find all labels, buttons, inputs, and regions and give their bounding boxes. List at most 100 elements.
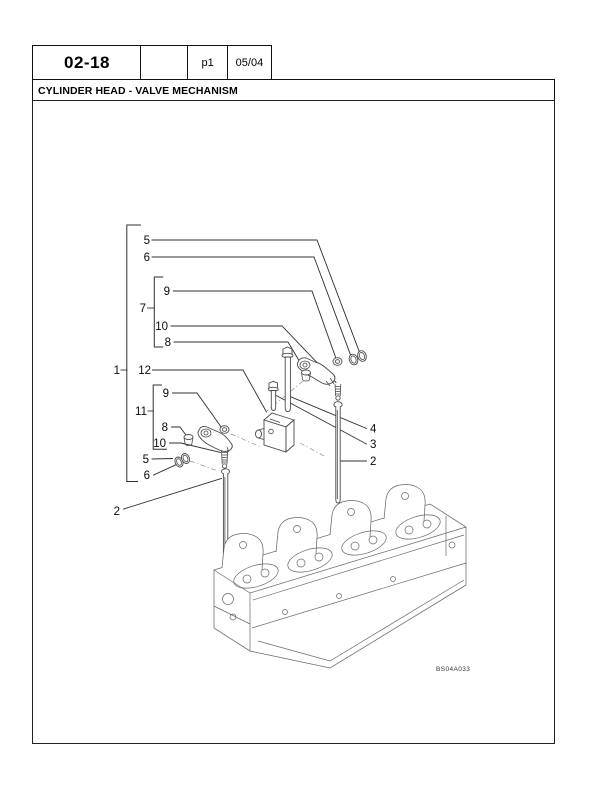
tower-3-boss — [347, 508, 355, 516]
leader-10-bottom — [169, 442, 222, 454]
recess-3-outline — [341, 530, 387, 556]
recess-1-valve-b — [260, 568, 270, 578]
pushrod-right — [333, 401, 343, 504]
callout-labels: 5 6 9 7 10 8 1 12 9 11 8 10 5 6 2 4 3 2 — [114, 235, 377, 518]
header-section-code: 02-18 — [32, 45, 142, 81]
callout-2-right: 2 — [370, 456, 376, 468]
rocker-arm-bottom — [197, 425, 233, 452]
callout-2-left: 2 — [114, 506, 120, 518]
tower-2-boss — [293, 525, 301, 533]
callout-1: 1 — [114, 365, 120, 377]
oring-6-top-inner — [350, 355, 357, 364]
cylinder-head-drawing — [213, 484, 467, 669]
callout-7: 7 — [140, 303, 146, 315]
head-right-hole — [448, 541, 456, 549]
valve-bridge-block-12 — [255, 412, 295, 453]
callout-5-bottom: 5 — [143, 454, 149, 466]
callout-4: 4 — [370, 424, 377, 436]
recess-4-outline — [395, 514, 441, 540]
bridge-side-port — [255, 429, 262, 439]
ring-9-bottom-inner — [221, 427, 228, 432]
bolt-short-3 — [267, 380, 279, 411]
rocker-pivot-hole-bottom — [203, 430, 209, 436]
adjuster-10-top-threads — [335, 386, 341, 395]
pushrod-right-shaft — [335, 406, 341, 504]
head-end-port — [222, 593, 234, 605]
callout-9-bottom: 9 — [163, 388, 169, 400]
page-title: CYLINDER HEAD - VALVE MECHANISM — [38, 84, 238, 97]
leader-5-bottom — [151, 458, 173, 460]
callout-10-top: 10 — [155, 321, 168, 333]
recess-1-valve-a — [242, 574, 252, 584]
recess-2-outline — [287, 547, 333, 573]
rocker-fork-top — [325, 377, 335, 387]
bridge-top-line — [269, 418, 281, 423]
oring-6-bottom-inner — [182, 454, 189, 463]
recess-3-valve-a — [350, 541, 360, 551]
oring-6-bottom — [180, 453, 191, 464]
rocker-pivot-hole-top — [302, 362, 308, 368]
recess-2-valve-b — [314, 552, 324, 562]
front-boss-3 — [390, 576, 396, 582]
front-boss-1 — [282, 609, 288, 615]
leader-8-bottom — [171, 426, 187, 436]
bolt-long-shaft — [284, 356, 291, 412]
bridge-port-link — [258, 428, 265, 440]
head-deck-edges — [213, 526, 467, 651]
callout-8-top: 8 — [165, 337, 171, 349]
callout-6-top: 6 — [144, 252, 150, 264]
leader-9-top — [173, 290, 337, 360]
callout-11: 11 — [135, 406, 147, 418]
figure-code: BS04A033 — [436, 666, 471, 673]
callout-3: 3 — [370, 439, 376, 451]
adjuster-10-bottom-ball — [221, 463, 228, 469]
header-table: 02-18 p1 05/04 — [32, 45, 272, 81]
revision-date-text: 05/04 — [235, 57, 264, 69]
pushrod-right-cup — [333, 401, 343, 408]
valve-cap-8-top-skirt — [301, 372, 311, 382]
oring-6-top — [348, 353, 359, 366]
callout-10-bottom: 10 — [153, 438, 166, 450]
valve-cap-8-bottom — [183, 434, 194, 446]
tower-2 — [275, 517, 318, 555]
oring-5-bottom-inner — [176, 458, 182, 466]
leader-12 — [152, 369, 268, 413]
rocker-fork-bottom — [226, 446, 230, 453]
ring-9-bottom — [219, 425, 230, 434]
front-boss-2 — [336, 593, 342, 599]
leader-6-top — [151, 256, 353, 359]
recess-2 — [287, 547, 333, 573]
head-front-ribs — [251, 534, 467, 662]
head-silhouette — [213, 503, 467, 669]
tower-1 — [221, 533, 264, 571]
oring-5-top-inner — [358, 352, 366, 360]
section-code-text: 02-18 — [64, 53, 110, 72]
rocker-assembly-top — [296, 350, 367, 401]
head-end-rib — [213, 605, 251, 625]
bracket-group-11 — [152, 384, 167, 450]
tower-4-boss — [401, 492, 409, 500]
recess-4-valve-a — [404, 525, 414, 535]
leader-4 — [289, 395, 368, 430]
tower-4 — [383, 484, 426, 522]
leader-9-bottom — [172, 392, 223, 429]
recess-4 — [395, 514, 441, 540]
leader-2-left — [122, 477, 223, 510]
head-pedestal-towers — [221, 484, 426, 571]
rocker-pivot-boss-top — [299, 360, 311, 370]
page-number-text: p1 — [201, 57, 214, 69]
oring-5-top — [357, 350, 367, 362]
bracket-group-7 — [153, 276, 164, 348]
adjuster-10-top — [334, 383, 342, 401]
adjuster-10-top-ball — [335, 395, 341, 401]
head-valve-recesses — [233, 514, 441, 589]
ring-9-top — [332, 357, 343, 366]
axis-rocker-to-bridge — [230, 433, 262, 448]
ring-9-top-inner — [334, 359, 341, 364]
recess-1-outline — [233, 563, 279, 589]
pushrod-left-cup — [221, 468, 230, 475]
axis-bridge-down — [299, 442, 327, 458]
valve-cap-8-bottom-dome — [183, 434, 194, 440]
